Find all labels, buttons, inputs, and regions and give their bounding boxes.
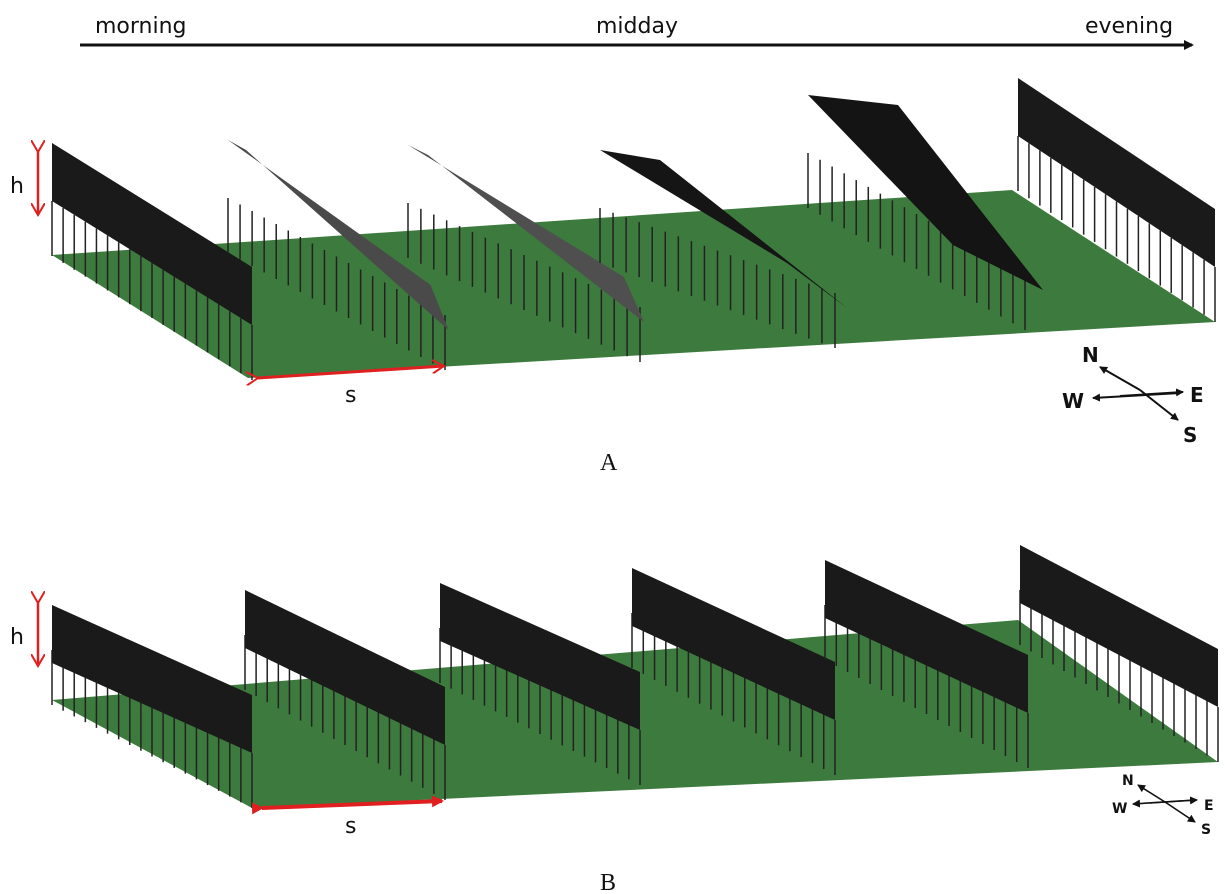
ground-plane-a xyxy=(52,190,1215,378)
spacing-marker-b: s xyxy=(251,795,444,839)
compass-w-a: W xyxy=(1062,389,1084,413)
compass-b: N W E S xyxy=(1112,773,1214,838)
a-pv-row-6 xyxy=(1017,78,1216,322)
pv-panel xyxy=(52,143,252,325)
panel-b: h s N W E S B xyxy=(10,545,1219,894)
b-pv-row-6 xyxy=(1019,545,1219,762)
a-pv-row-5 xyxy=(807,95,1043,330)
panel-a: h s N W E S A xyxy=(10,78,1216,476)
pv-panel xyxy=(1018,78,1215,267)
pv-panel xyxy=(52,605,252,753)
compass-axis-ns-a xyxy=(1099,366,1141,391)
spacing-marker-a: s xyxy=(258,366,444,408)
timeline-label-evening: evening xyxy=(1085,14,1173,39)
compass-w-b: W xyxy=(1112,801,1127,817)
b-pv-row-4 xyxy=(631,568,836,775)
compass-n-a: N xyxy=(1082,343,1099,367)
compass-s-a: S xyxy=(1183,423,1197,447)
a-pv-row-1 xyxy=(51,143,253,380)
height-marker-b: h xyxy=(10,603,38,666)
b-pv-row-5 xyxy=(824,560,1029,768)
b-pv-row-2 xyxy=(244,590,446,800)
compass-axis-ns-b xyxy=(1137,784,1166,803)
panel-b-rows xyxy=(51,545,1219,808)
pv-panel xyxy=(632,568,835,720)
spacing-arrow-a xyxy=(258,366,444,378)
timeline: morning midday evening xyxy=(80,14,1194,50)
pv-panel xyxy=(440,583,640,730)
a-pv-row-4 xyxy=(599,150,847,348)
compass-e-a: E xyxy=(1190,383,1204,407)
compass-axis-we-b2 xyxy=(1149,796,1198,805)
b-pv-row-1 xyxy=(51,605,253,808)
compass-n-b: N xyxy=(1122,773,1134,789)
pv-panel xyxy=(1020,545,1218,707)
compass-axis-ns-a2 xyxy=(1139,389,1179,421)
compass-a: N W E S xyxy=(1062,343,1204,447)
pv-panel xyxy=(245,590,445,745)
spacing-label-a: s xyxy=(345,383,356,408)
panel-caption-a: A xyxy=(600,450,618,476)
compass-axis-we-a2 xyxy=(1119,388,1184,397)
compass-s-b: S xyxy=(1201,822,1211,838)
compass-axis-ns-b2 xyxy=(1164,801,1196,823)
spacing-arrow-b xyxy=(251,795,444,815)
panel-caption-b: B xyxy=(600,870,616,894)
b-pv-row-3 xyxy=(439,583,641,785)
height-label-a: h xyxy=(10,174,24,199)
spacing-label-b: s xyxy=(345,814,356,839)
timeline-label-morning: morning xyxy=(95,14,187,39)
height-label-b: h xyxy=(10,625,24,650)
pv-panel xyxy=(808,95,1043,290)
compass-e-b: E xyxy=(1204,798,1214,814)
height-marker-a: h xyxy=(10,152,38,215)
timeline-label-midday: midday xyxy=(596,14,678,39)
panel-a-rows xyxy=(51,78,1216,380)
pv-panel xyxy=(825,560,1028,713)
a-pv-row-3 xyxy=(407,145,644,362)
